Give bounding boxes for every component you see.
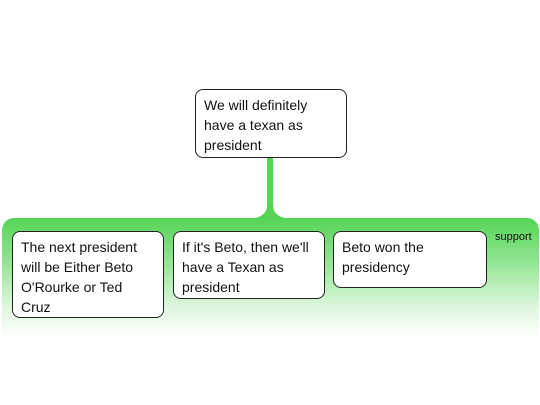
premise-node-1[interactable]: The next president will be Either Beto O…	[12, 231, 164, 318]
claim-node[interactable]: We will definitely have a texan as presi…	[195, 89, 347, 158]
premise-node-3[interactable]: Beto won the presidency	[333, 231, 487, 288]
premise-node-2[interactable]: If it's Beto, then we'll have a Texan as…	[173, 231, 325, 299]
support-label: support	[495, 231, 532, 243]
